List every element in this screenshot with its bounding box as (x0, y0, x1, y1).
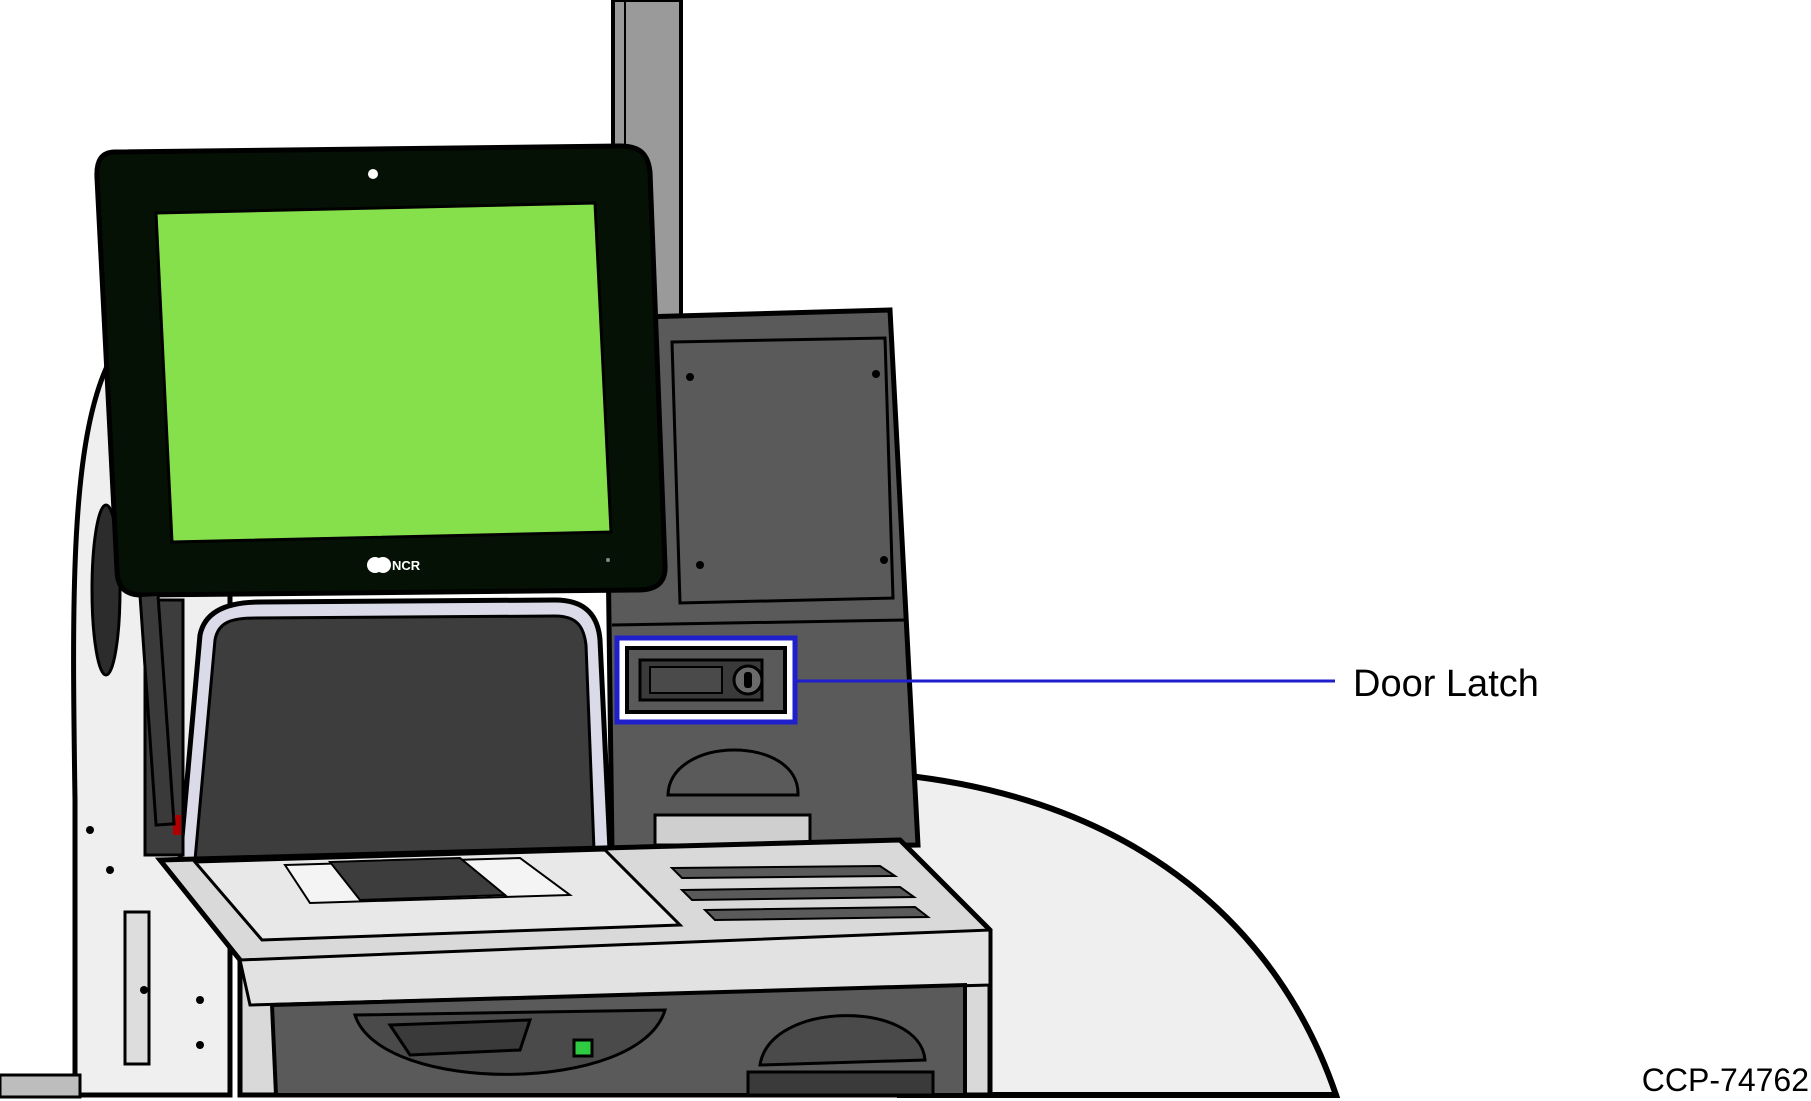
coin-slot-cover (758, 1014, 927, 1067)
coupon-slot-3 (702, 905, 931, 922)
coupon-slot-2 (679, 885, 918, 902)
figure-id: CCP-74762 (1641, 1062, 1809, 1098)
scanner-glass (193, 614, 596, 862)
door-latch-label: Door Latch (1353, 663, 1539, 705)
receipt-slot (666, 748, 800, 797)
ncr-logo: NCR (367, 557, 421, 573)
receipt-output (653, 813, 812, 847)
ncr-logo-text: NCR (392, 558, 421, 573)
speaker-grille (90, 503, 122, 677)
coupon-slot-1 (669, 864, 899, 880)
camera-icon (368, 169, 378, 179)
printer-access-door (670, 336, 895, 605)
scale-glass (327, 856, 508, 902)
green-led-icon (572, 1038, 594, 1058)
bagging-table (897, 771, 1341, 1098)
monitor-screen (154, 201, 613, 544)
